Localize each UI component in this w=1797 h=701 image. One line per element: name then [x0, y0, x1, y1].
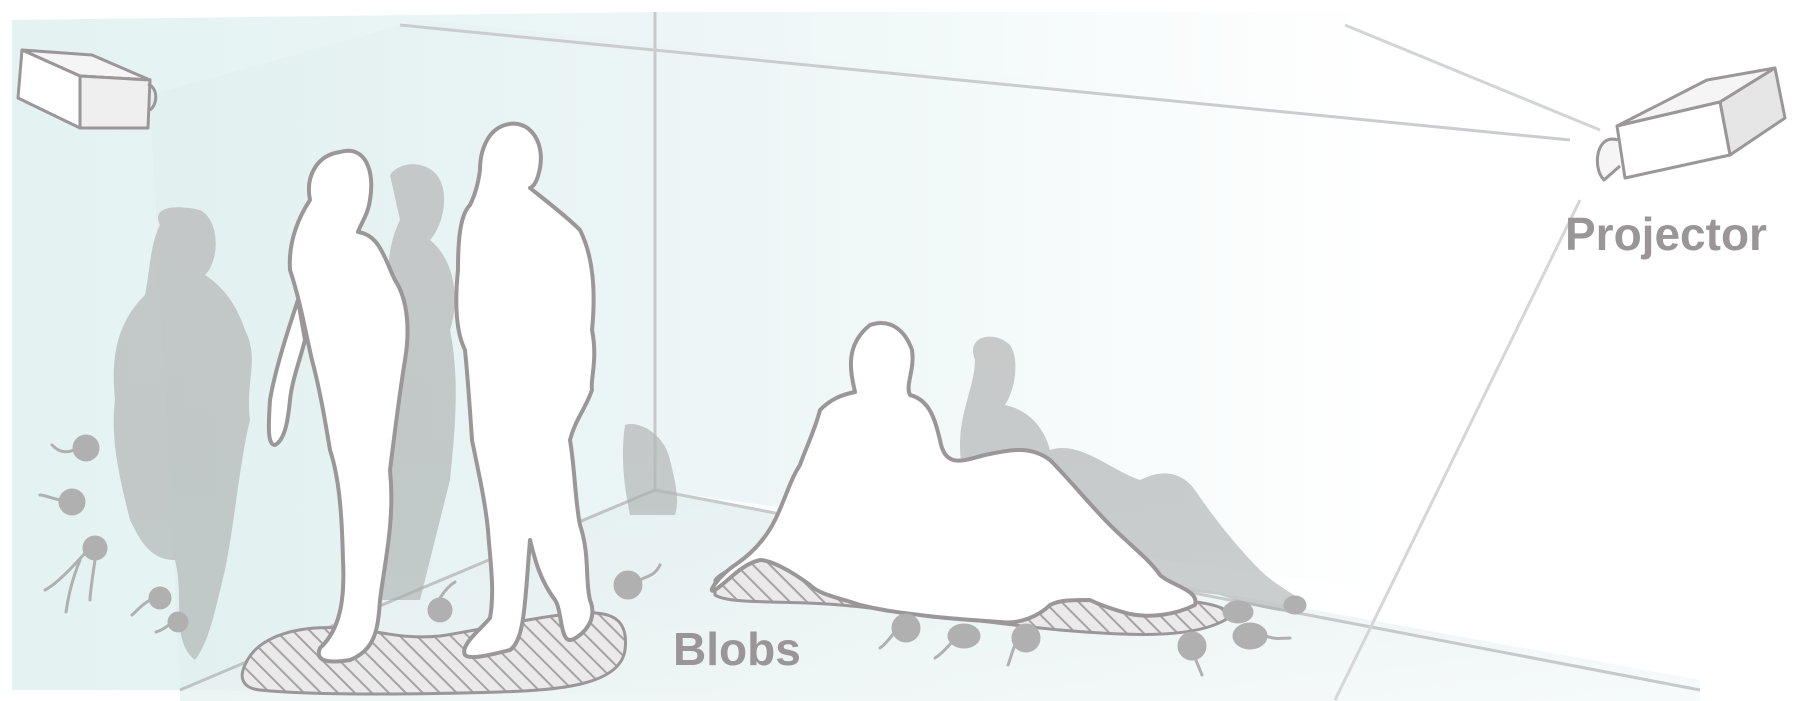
blob-creature	[1224, 602, 1252, 622]
blobs-label: Blobs	[673, 623, 801, 675]
projector-label: Projector	[1565, 208, 1767, 260]
projector-icon	[1597, 68, 1785, 180]
blob-creature	[1285, 597, 1305, 613]
